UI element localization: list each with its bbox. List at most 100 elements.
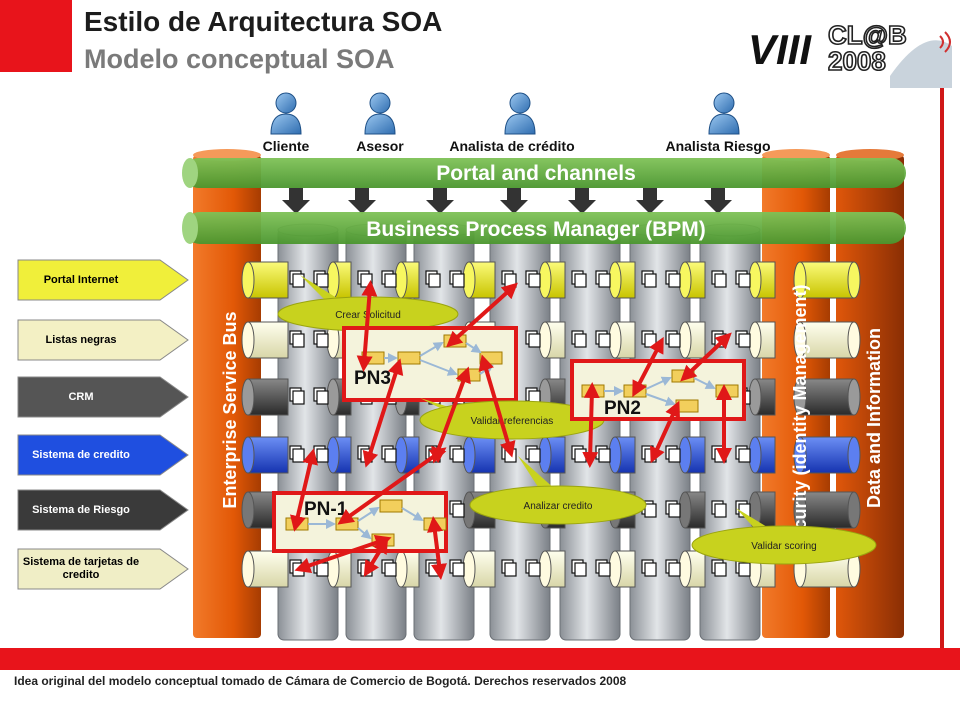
service-doc-icon	[425, 270, 441, 288]
esb-label: Enterprise Service Bus	[220, 311, 240, 508]
footer-bar	[0, 648, 960, 670]
bubble-analizar-text: Analizar credito	[524, 501, 593, 512]
service-doc-icon	[641, 559, 657, 577]
portal-band: Portal and channels	[182, 158, 906, 188]
service-doc-icon	[571, 559, 587, 577]
actor-0: Cliente	[263, 92, 310, 154]
channel-arrow-4	[568, 188, 596, 214]
person-icon	[504, 92, 536, 135]
service-doc-icon	[525, 559, 541, 577]
bubble-scoring-text: Validar scoring	[751, 541, 816, 552]
service-doc-icon	[641, 270, 657, 288]
service-doc-icon	[595, 270, 611, 288]
system-label-0: Portal Internet	[43, 273, 119, 286]
actor-label: Analista de crédito	[449, 138, 574, 154]
page-subtitle: Modelo conceptual SOA	[84, 44, 395, 74]
service-doc-icon	[665, 330, 681, 348]
map-shape	[890, 40, 952, 88]
portal-band-label: Portal and channels	[436, 162, 636, 185]
system-arrow-0	[17, 259, 189, 301]
bpm-band-label: Business Process Manager (BPM)	[366, 218, 706, 241]
system-label-5: Sistema de tarjetas de credito	[22, 556, 140, 581]
service-doc-icon	[665, 500, 681, 518]
actor-label: Asesor	[356, 138, 404, 154]
pn3-label: PN3	[354, 368, 391, 389]
pn1-label: PN-1	[304, 499, 348, 520]
system-arrow-1	[17, 319, 189, 361]
system-label-4: Sistema de Riesgo	[32, 503, 130, 516]
channel-arrow-0	[282, 188, 310, 214]
header-red-block	[0, 0, 72, 72]
service-doc-icon	[571, 330, 587, 348]
system-arrow-3	[17, 434, 189, 476]
process-pn2: PN2	[570, 359, 746, 421]
clab-logo: VIII CL@B 2008	[748, 19, 952, 88]
person-icon	[270, 92, 302, 135]
actor-label: Analista Riesgo	[665, 138, 770, 154]
service-doc-icon	[525, 270, 541, 288]
channel-arrow-1	[348, 188, 376, 214]
logo-top: CL@B	[828, 20, 907, 50]
channel-arrow-6	[704, 188, 732, 214]
system-pipe-0	[241, 261, 861, 299]
service-doc-icon	[525, 445, 541, 463]
service-doc-icon	[665, 270, 681, 288]
footer-credit: Idea original del modelo conceptual toma…	[14, 674, 627, 688]
actor-label: Cliente	[263, 138, 310, 154]
page-title: Estilo de Arquitectura SOA	[84, 6, 443, 37]
service-doc-icon	[313, 387, 329, 405]
service-doc-icon	[449, 500, 465, 518]
service-doc-icon	[711, 500, 727, 518]
service-doc-icon	[449, 559, 465, 577]
integration-arrows	[290, 280, 732, 580]
channel-arrow-2	[426, 188, 454, 214]
service-doc-icon	[595, 330, 611, 348]
logo-roman: VIII	[748, 26, 812, 73]
bpm-band: Business Process Manager (BPM)	[182, 212, 906, 244]
system-label-1: Listas negras	[45, 333, 117, 346]
system-label-3: Sistema de credito	[32, 448, 130, 461]
service-doc-icon	[735, 330, 751, 348]
service-doc-icon	[525, 330, 541, 348]
actors: Cliente Asesor Analista de crédito Analista…	[263, 92, 771, 154]
data-label: Data and Information	[864, 328, 884, 508]
service-doc-icon	[595, 559, 611, 577]
person-icon	[708, 92, 740, 135]
service-doc-icon	[289, 330, 305, 348]
actor-3: Analista Riesgo	[665, 92, 771, 154]
system-label-2: CRM	[68, 390, 94, 403]
service-doc-icon	[289, 559, 305, 577]
bubble-analizar-credito: Analizar credito	[469, 456, 647, 525]
service-doc-icon	[735, 445, 751, 463]
actor-1: Asesor	[356, 92, 404, 154]
security-label: Security (identity Management)	[790, 284, 810, 551]
service-doc-icon	[289, 387, 305, 405]
backend-systems	[17, 259, 189, 590]
service-doc-icon	[571, 270, 587, 288]
soa-diagram: Enterprise Service Bus Security (identit…	[17, 92, 906, 641]
service-doc-icon	[735, 270, 751, 288]
system-arrow-2	[17, 376, 189, 418]
person-icon	[364, 92, 396, 135]
channel-arrow-3	[500, 188, 528, 214]
logo-bottom: 2008	[828, 46, 886, 76]
channel-arrows	[282, 188, 732, 214]
bubble-validar-ref-text: Validar referencias	[471, 416, 554, 427]
system-pipe-3	[241, 436, 861, 474]
service-doc-icon	[381, 559, 397, 577]
service-doc-icon	[665, 559, 681, 577]
service-doc-icon	[501, 559, 517, 577]
bubble-validar-scoring: Validar scoring	[691, 508, 877, 565]
service-doc-icon	[289, 270, 305, 288]
service-doc-icon	[313, 270, 329, 288]
service-doc-icon	[313, 330, 329, 348]
system-arrow-4	[17, 489, 189, 531]
actor-2: Analista de crédito	[449, 92, 575, 154]
service-doc-icon	[381, 270, 397, 288]
channel-arrow-5	[636, 188, 664, 214]
right-divider	[940, 88, 944, 648]
system-arrow-5	[17, 548, 189, 590]
service-doc-icon	[711, 270, 727, 288]
service-doc-icon	[711, 559, 727, 577]
signal-icon	[939, 31, 951, 53]
